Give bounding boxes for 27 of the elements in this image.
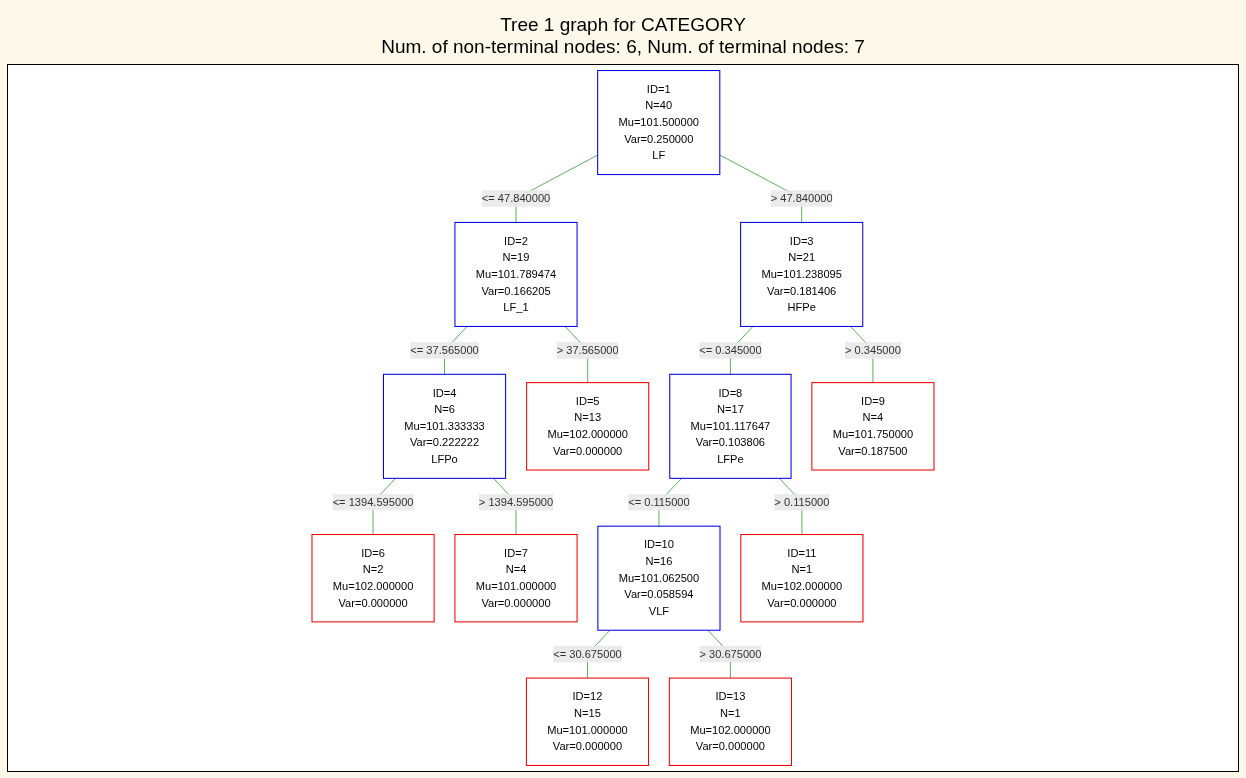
edge-label: > 1394.595000 xyxy=(478,496,554,508)
node-box: ID=13 N=1 Mu=102.000000 Var=0.000000 xyxy=(668,677,792,766)
edge-label: <= 1394.595000 xyxy=(332,496,414,508)
edge-label: > 47.840000 xyxy=(770,192,833,205)
diagram-title: Tree 1 graph for CATEGORY xyxy=(500,14,746,36)
node-box: ID=8 N=17 Mu=101.117647 Var=0.103806 LFPe xyxy=(669,373,792,479)
edge-label: > 37.565000 xyxy=(556,344,619,356)
edge-label: <= 47.840000 xyxy=(481,192,551,205)
node-box: ID=10 N=16 Mu=101.062500 Var=0.058594 VLF xyxy=(597,525,721,631)
edge-label: <= 37.565000 xyxy=(410,344,479,356)
node-box: ID=2 N=19 Mu=101.789474 Var=0.166205 LF_1 xyxy=(454,221,578,327)
edge-label: <= 0.115000 xyxy=(628,496,690,508)
edge-label: <= 0.345000 xyxy=(699,344,762,356)
edge-label: > 0.345000 xyxy=(845,344,901,356)
node-box: ID=5 N=13 Mu=102.000000 Var=0.000000 xyxy=(526,382,650,471)
node-box: ID=12 N=15 Mu=101.000000 Var=0.000000 xyxy=(525,677,650,766)
node-box: ID=9 N=4 Mu=101.750000 Var=0.187500 xyxy=(811,382,935,471)
node-box: ID=4 N=6 Mu=101.333333 Var=0.222222 LFPo xyxy=(382,373,507,479)
node-box: ID=11 N=1 Mu=102.000000 Var=0.000000 xyxy=(740,534,864,623)
node-box: ID=1 N=40 Mu=101.500000 Var=0.250000 LF xyxy=(597,70,721,176)
edge-label: > 0.115000 xyxy=(774,496,830,508)
node-box: ID=7 N=4 Mu=101.000000 Var=0.000000 xyxy=(454,534,578,623)
node-box: ID=3 N=21 Mu=101.238095 Var=0.181406 HFPe xyxy=(740,221,864,327)
edge-label: > 30.675000 xyxy=(699,647,762,660)
edge-label: <= 30.675000 xyxy=(553,647,622,660)
node-box: ID=6 N=2 Mu=102.000000 Var=0.000000 xyxy=(311,534,435,623)
subtitle-text: Num. of non-terminal nodes: 6, Num. of terminal nodes: 7 xyxy=(381,36,865,58)
